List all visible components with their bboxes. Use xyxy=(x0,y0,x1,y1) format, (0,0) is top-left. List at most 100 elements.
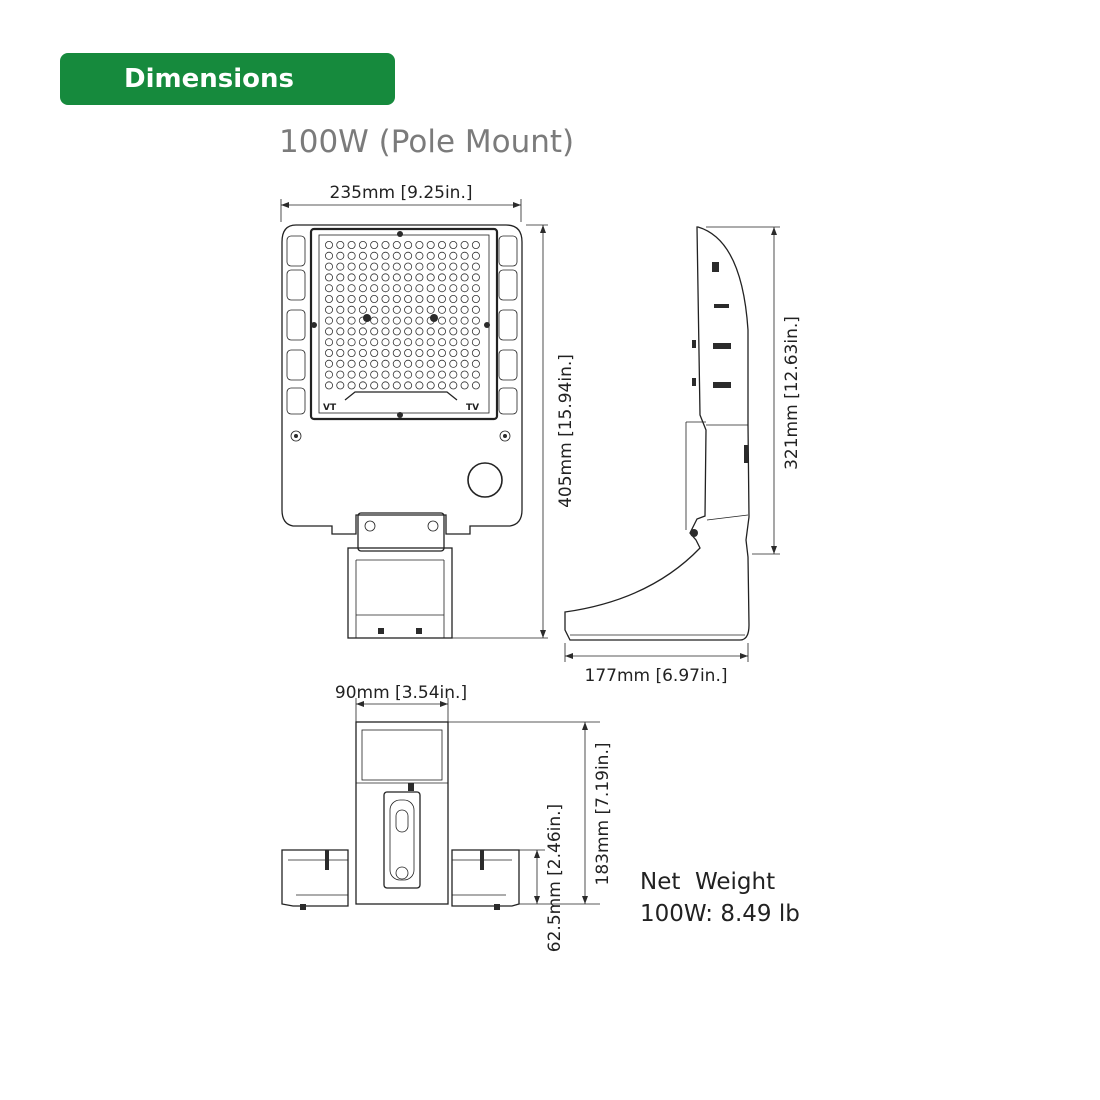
led-chip xyxy=(336,251,345,260)
led-chip xyxy=(415,262,424,271)
led-chip xyxy=(358,240,367,249)
led-chip xyxy=(324,240,333,249)
led-chip xyxy=(392,338,401,347)
dimensions-badge: Dimensions xyxy=(60,53,395,105)
dimensions-badge-label: Dimensions xyxy=(124,64,294,94)
led-chip xyxy=(324,294,333,303)
led-chip xyxy=(460,316,469,325)
led-chip xyxy=(381,316,390,325)
led-chip xyxy=(381,381,390,390)
led-chip xyxy=(460,348,469,357)
led-chip xyxy=(460,370,469,379)
led-chip xyxy=(437,370,446,379)
led-chip xyxy=(471,370,480,379)
led-chip xyxy=(381,327,390,336)
led-chip xyxy=(336,338,345,347)
photocell-sensor xyxy=(467,462,503,498)
led-chip xyxy=(336,294,345,303)
side-depth-label: 177mm [6.97in.] xyxy=(585,666,728,686)
led-chip xyxy=(392,327,401,336)
led-chip xyxy=(358,284,367,293)
led-chip xyxy=(404,284,413,293)
led-chip xyxy=(381,338,390,347)
front-width-label: 235mm [9.25in.] xyxy=(330,183,473,203)
led-chip xyxy=(324,381,333,390)
led-chip xyxy=(415,240,424,249)
led-chip xyxy=(370,370,379,379)
led-chip xyxy=(358,294,367,303)
panel-label-right: TV xyxy=(466,403,479,413)
drawing-title: 100W (Pole Mount) xyxy=(279,124,575,160)
led-chip xyxy=(381,294,390,303)
led-chip xyxy=(426,273,435,282)
led-chip xyxy=(426,348,435,357)
led-chip xyxy=(347,294,356,303)
led-chip xyxy=(449,251,458,260)
side-view: 321mm [12.63in.] 177mm [6.97in.] xyxy=(564,226,802,686)
led-chip xyxy=(426,262,435,271)
led-chip xyxy=(370,251,379,260)
led-chip xyxy=(471,284,480,293)
led-chip xyxy=(471,305,480,314)
led-chip xyxy=(370,284,379,293)
led-chip xyxy=(460,305,469,314)
led-chip xyxy=(449,240,458,249)
led-chip xyxy=(381,284,390,293)
led-chip xyxy=(437,381,446,390)
led-chip xyxy=(358,327,367,336)
led-chip xyxy=(370,262,379,271)
led-chip xyxy=(471,338,480,347)
led-chip xyxy=(370,316,379,325)
led-chip xyxy=(358,262,367,271)
led-chip xyxy=(324,348,333,357)
led-chip xyxy=(404,348,413,357)
led-chip xyxy=(471,294,480,303)
led-chip xyxy=(336,327,345,336)
led-chip xyxy=(437,284,446,293)
led-chip xyxy=(358,338,367,347)
led-chip xyxy=(415,327,424,336)
led-chip xyxy=(449,327,458,336)
led-chip xyxy=(392,240,401,249)
led-chip xyxy=(437,316,446,325)
led-chip xyxy=(347,370,356,379)
led-chip xyxy=(426,327,435,336)
led-chip xyxy=(370,240,379,249)
net-weight-value: 100W: 8.49 lb xyxy=(640,901,800,927)
led-chip xyxy=(426,359,435,368)
led-chip xyxy=(460,284,469,293)
led-chip xyxy=(324,338,333,347)
led-chip xyxy=(347,327,356,336)
led-chip xyxy=(324,251,333,260)
led-chip xyxy=(324,284,333,293)
led-chip xyxy=(370,273,379,282)
led-chip xyxy=(437,305,446,314)
led-chip xyxy=(381,240,390,249)
led-chip xyxy=(392,348,401,357)
led-chip xyxy=(449,316,458,325)
bottom-height-label: 183mm [7.19in.] xyxy=(593,743,613,886)
led-chip xyxy=(426,305,435,314)
led-chip xyxy=(437,327,446,336)
led-chip xyxy=(370,327,379,336)
led-chip xyxy=(336,381,345,390)
led-chip xyxy=(336,359,345,368)
led-chip xyxy=(336,262,345,271)
led-chip xyxy=(437,359,446,368)
led-chip xyxy=(437,338,446,347)
led-chip xyxy=(370,294,379,303)
led-chip xyxy=(358,381,367,390)
led-chip xyxy=(460,251,469,260)
led-chip xyxy=(347,338,356,347)
led-chip xyxy=(415,294,424,303)
led-chip xyxy=(336,305,345,314)
front-height-label: 405mm [15.94in.] xyxy=(556,354,576,508)
led-chip xyxy=(471,273,480,282)
led-chip xyxy=(449,359,458,368)
bottom-width-label: 90mm [3.54in.] xyxy=(335,683,467,703)
led-chip xyxy=(381,273,390,282)
led-chip xyxy=(415,284,424,293)
led-chip xyxy=(381,262,390,271)
led-chip xyxy=(426,294,435,303)
